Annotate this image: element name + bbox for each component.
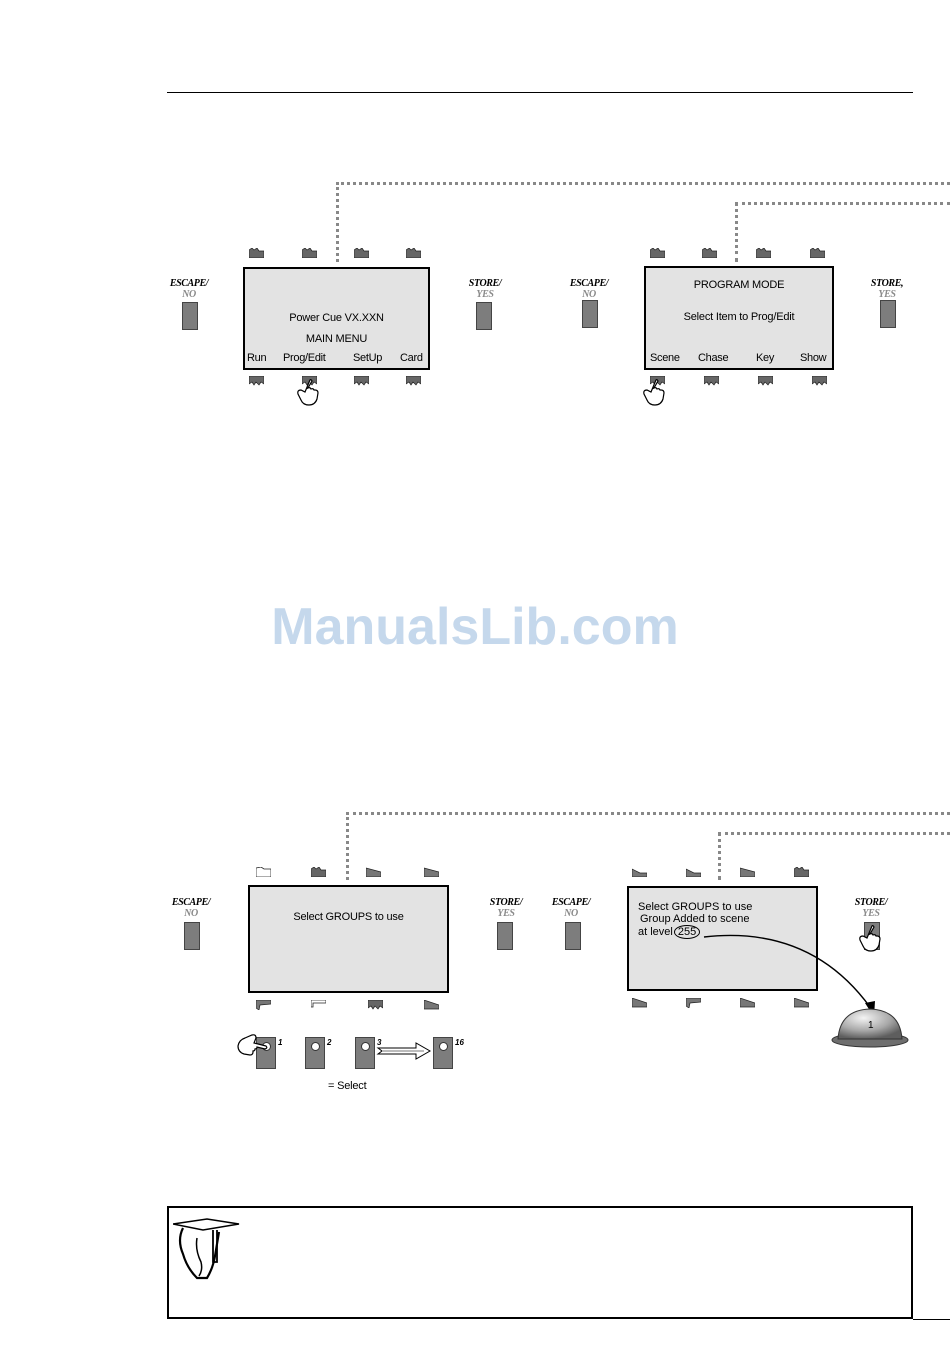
softkey-top[interactable]: [686, 867, 701, 877]
softkey-label-key: Key: [756, 352, 775, 364]
softkey-label-chase: Chase: [698, 352, 729, 364]
store-yes-label: STORE, YES: [870, 278, 904, 300]
lcd-line: Select GROUPS to use: [638, 901, 753, 913]
softkey-top[interactable]: [302, 248, 317, 258]
softkey-top[interactable]: [256, 867, 271, 877]
arrow-right-icon: [376, 1042, 432, 1060]
softkey-top[interactable]: [311, 867, 326, 877]
lcd-line: MAIN MENU: [305, 333, 368, 345]
lcd-level-value: 255: [673, 925, 701, 939]
lcd-line: at level 255: [638, 925, 701, 939]
softkey-top[interactable]: [366, 867, 381, 877]
dotted-connector: [336, 182, 950, 185]
escape-button[interactable]: [582, 300, 598, 328]
flash-number: 3: [377, 1038, 382, 1047]
softkey-top[interactable]: [354, 248, 369, 258]
watermark: ManualsLib.com: [271, 598, 679, 656]
pointing-hand-icon: [859, 925, 881, 952]
dotted-connector: [336, 182, 339, 262]
softkey-bottom[interactable]: [704, 376, 719, 386]
flash-led: [361, 1042, 370, 1051]
dome-button[interactable]: [830, 1006, 910, 1050]
select-caption: = Select: [328, 1080, 367, 1092]
lcd-line: PROGRAM MODE: [693, 279, 785, 291]
lcd-display: Power Cue VX.XXN MAIN MENU Run Prog/Edit…: [243, 267, 430, 370]
softkey-bottom[interactable]: [686, 998, 701, 1008]
flash-number: 2: [327, 1038, 332, 1047]
softkey-top[interactable]: [650, 248, 665, 258]
escape-no-label: ESCAPE/ NO: [171, 897, 211, 919]
store-yes-label: STORE/ YES: [854, 897, 888, 919]
softkey-top[interactable]: [702, 248, 717, 258]
flash-number: 1: [278, 1038, 283, 1047]
pointing-hand-icon: [643, 379, 665, 406]
softkey-bottom[interactable]: [740, 998, 755, 1008]
softkey-bottom[interactable]: [424, 1000, 439, 1010]
note-box: [167, 1206, 913, 1319]
store-yes-label: STORE/ YES: [489, 897, 523, 919]
dotted-connector: [718, 832, 950, 835]
softkey-bottom[interactable]: [311, 1000, 326, 1010]
pointing-hand-icon: [297, 379, 319, 406]
escape-no-label: ESCAPE/ NO: [569, 278, 609, 300]
softkey-bottom[interactable]: [249, 376, 264, 386]
header-rule: [167, 92, 913, 93]
softkey-bottom[interactable]: [758, 376, 773, 386]
store-button[interactable]: [497, 922, 513, 950]
softkey-top[interactable]: [756, 248, 771, 258]
softkey-top[interactable]: [810, 248, 825, 258]
softkey-top[interactable]: [406, 248, 421, 258]
escape-button[interactable]: [184, 922, 200, 950]
escape-no-label: ESCAPE/ NO: [169, 278, 209, 300]
softkey-top[interactable]: [632, 867, 647, 877]
lcd-level-label: at level: [638, 926, 673, 938]
dotted-connector: [346, 812, 950, 815]
escape-no-label: ESCAPE/ NO: [551, 897, 591, 919]
dotted-connector: [735, 202, 950, 205]
softkey-top[interactable]: [424, 867, 439, 877]
softkey-label-prog-edit: Prog/Edit: [283, 352, 326, 364]
softkey-bottom[interactable]: [406, 376, 421, 386]
lcd-line: Group Added to scene: [640, 913, 750, 925]
graduation-cap-icon: [173, 1218, 240, 1280]
softkey-bottom[interactable]: [354, 376, 369, 386]
softkey-label-setup: SetUp: [353, 352, 383, 364]
flash-led: [311, 1042, 320, 1051]
footer-rule: [913, 1319, 950, 1320]
softkey-top[interactable]: [249, 248, 264, 258]
lcd-line: Select GROUPS to use: [293, 911, 404, 923]
pointing-hand-icon: [237, 1034, 268, 1056]
softkey-bottom[interactable]: [812, 376, 827, 386]
softkey-top[interactable]: [794, 867, 809, 877]
escape-button[interactable]: [565, 922, 581, 950]
softkey-bottom[interactable]: [368, 1000, 383, 1010]
flash-button-2[interactable]: [305, 1037, 325, 1069]
softkey-label-scene: Scene: [650, 352, 680, 364]
store-yes-label: STORE/ YES: [468, 278, 502, 300]
softkey-label-show: Show: [800, 352, 827, 364]
lcd-display: Select GROUPS to use Group Added to scen…: [627, 886, 818, 991]
softkey-label-run: Run: [247, 352, 267, 364]
lcd-line: Select Item to Prog/Edit: [683, 311, 795, 323]
lcd-line: Power Cue VX.XXN: [289, 312, 384, 324]
flash-button-3[interactable]: [355, 1037, 375, 1069]
softkey-bottom[interactable]: [256, 1000, 271, 1010]
flash-led: [439, 1042, 448, 1051]
store-button[interactable]: [880, 300, 896, 328]
flash-button-16[interactable]: [433, 1037, 453, 1069]
lcd-display: Select GROUPS to use: [248, 885, 449, 993]
dotted-connector: [718, 832, 721, 880]
store-button[interactable]: [476, 302, 492, 330]
lcd-display: PROGRAM MODE Select Item to Prog/Edit Sc…: [644, 266, 834, 370]
softkey-label-card: Card: [400, 352, 423, 364]
dotted-connector: [735, 202, 738, 262]
escape-button[interactable]: [182, 302, 198, 330]
dome-number: 1: [868, 1020, 874, 1031]
dotted-connector: [346, 812, 349, 880]
flash-number: 16: [455, 1038, 464, 1047]
softkey-top[interactable]: [740, 867, 755, 877]
softkey-bottom[interactable]: [794, 998, 809, 1008]
softkey-bottom[interactable]: [632, 998, 647, 1008]
